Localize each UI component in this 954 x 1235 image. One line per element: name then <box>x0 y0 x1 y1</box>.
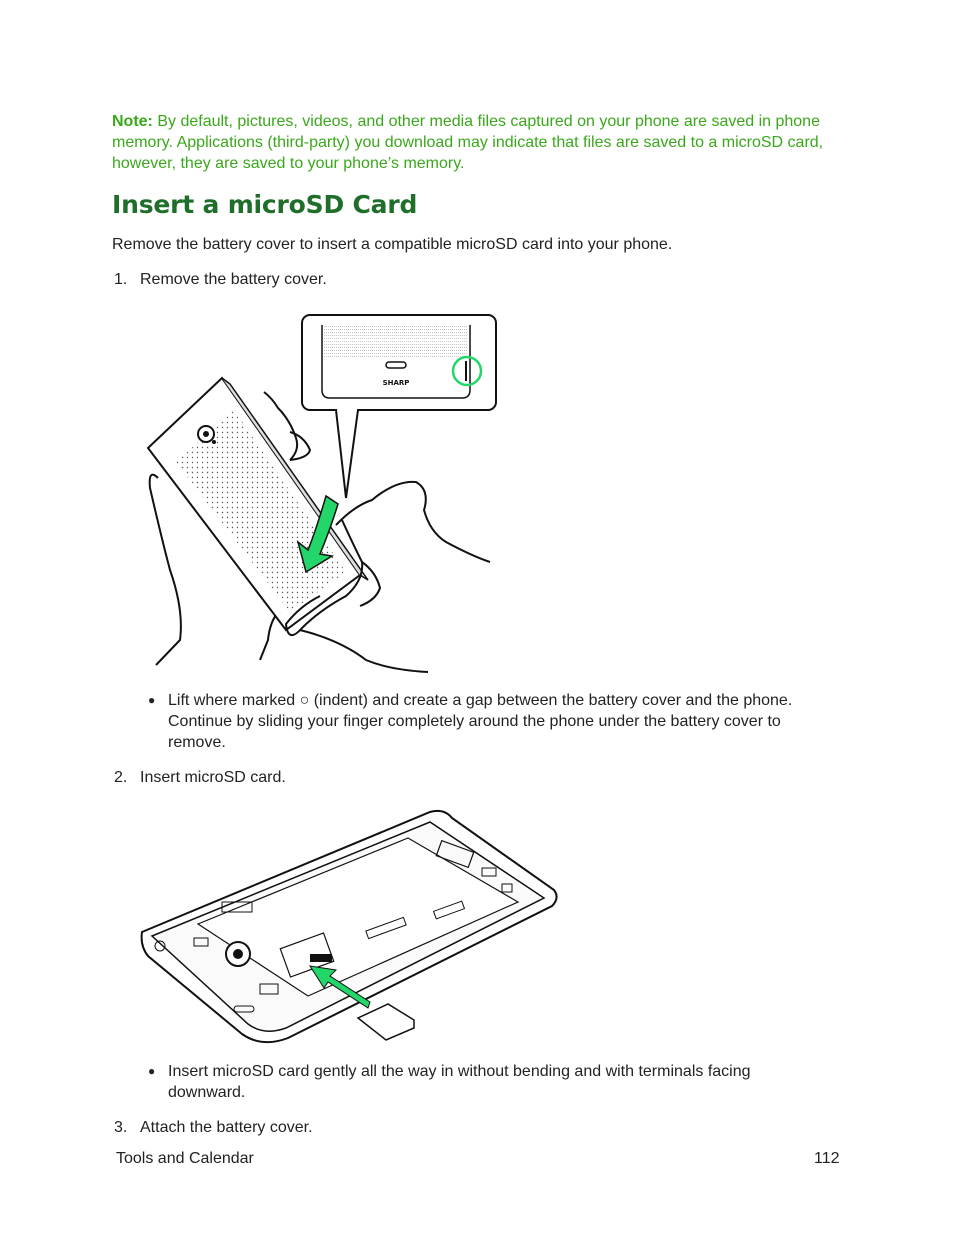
bullet-dot-icon: ● <box>148 693 156 707</box>
step-number: 2. <box>114 769 128 786</box>
bullet-item: ● Insert microSD card gently all the way… <box>148 1061 808 1103</box>
indent-marker-icon <box>451 355 483 387</box>
footer-section: Tools and Calendar <box>116 1150 254 1167</box>
bullet-item: ● Lift where marked ○ (indent) and creat… <box>148 690 808 753</box>
lift-arrow-icon <box>296 494 339 574</box>
section-heading: Insert a microSD Card <box>112 190 418 219</box>
step-text: Insert microSD card. <box>140 769 286 786</box>
step-number: 3. <box>114 1119 128 1136</box>
step-1: 1. Remove the battery cover. <box>114 269 327 290</box>
step-text: Attach the battery cover. <box>140 1119 313 1136</box>
step-text: Remove the battery cover. <box>140 271 327 288</box>
bullet-dot-icon: ● <box>148 1064 156 1078</box>
note-paragraph: Note: By default, pictures, videos, and … <box>112 111 847 174</box>
intro-text: Remove the battery cover to insert a com… <box>112 236 673 253</box>
bullet-text: Insert microSD card gently all the way i… <box>168 1063 751 1101</box>
step-number: 1. <box>114 271 128 288</box>
brand-label: SHARP <box>383 379 410 387</box>
microsd-card-icon <box>356 1003 415 1041</box>
step-2: 2. Insert microSD card. <box>114 767 286 788</box>
footer-page-number: 112 <box>814 1150 840 1167</box>
bullet-text: Lift where marked ○ (indent) and create … <box>168 692 793 751</box>
remove-battery-cover-illustration: SHARP <box>146 314 497 673</box>
note-text: By default, pictures, videos, and other … <box>112 113 824 172</box>
step-3: 3. Attach the battery cover. <box>114 1117 313 1138</box>
note-label: Note: <box>112 113 153 130</box>
insert-arrow-icon <box>308 965 371 1009</box>
insert-microsd-illustration <box>140 809 558 1044</box>
